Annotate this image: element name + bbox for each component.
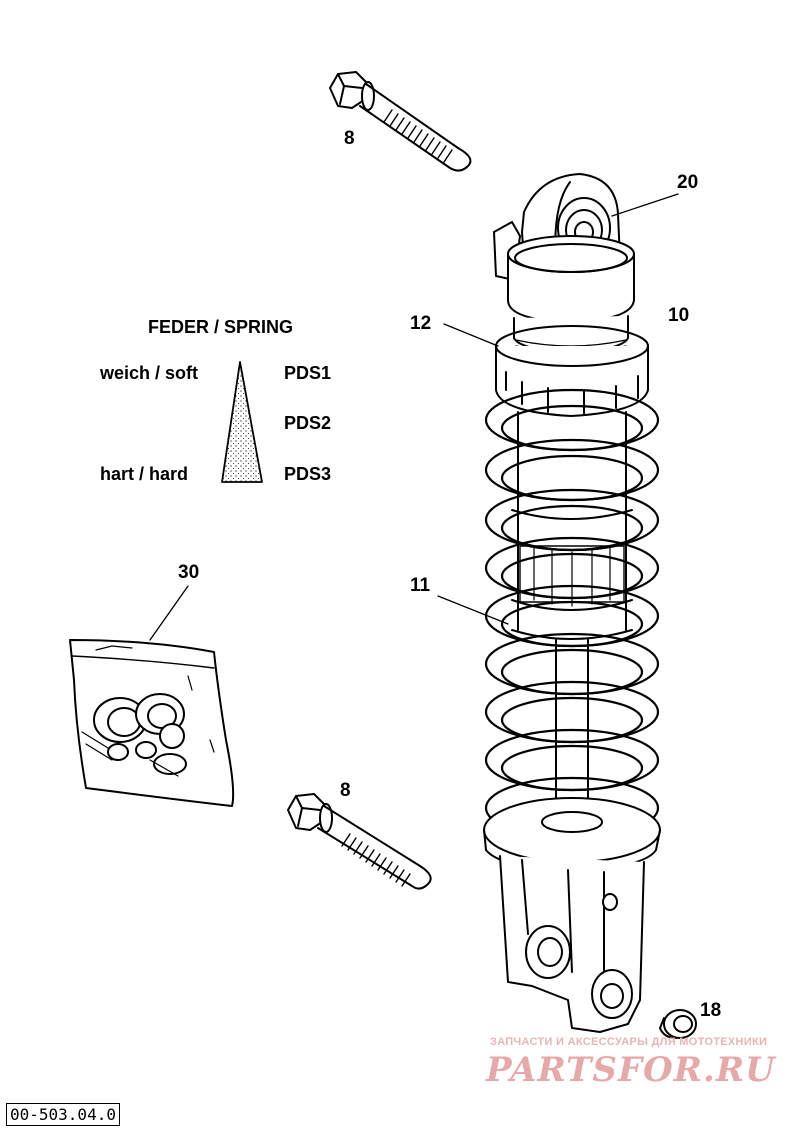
shock-absorber-drawing	[483, 173, 661, 1033]
callout-11: 11	[410, 575, 431, 596]
callout-18: 18	[700, 1000, 722, 1021]
watermark-brand: PARTSFOR.RU	[486, 1050, 776, 1090]
callout-10: 10	[668, 305, 690, 326]
seal-kit-bag-drawing	[69, 639, 235, 807]
bushing-drawing	[659, 1009, 697, 1039]
leader-lines	[149, 193, 679, 641]
callout-8-bottom: 8	[340, 780, 351, 801]
spring-grade-pds1: PDS1	[284, 363, 332, 383]
callout-12: 12	[410, 313, 432, 334]
top-bolt-drawing	[329, 71, 472, 172]
spring-soft-label: weich / soft	[100, 363, 199, 383]
callout-20: 20	[677, 172, 699, 193]
spring-grade-pds2: PDS2	[284, 413, 332, 433]
spring-rate-wedge-drawing	[221, 361, 263, 483]
callout-30: 30	[178, 562, 200, 583]
spring-hard-label: hart / hard	[100, 464, 189, 484]
document-number: 00-503.04.0	[6, 1103, 120, 1126]
callout-8-top: 8	[344, 128, 355, 149]
spring-legend-title: FEDER / SPRING	[148, 317, 294, 337]
watermark-tagline: ЗАПЧАСТИ И АКСЕССУАРЫ ДЛЯ МОТОТЕХНИКИ	[490, 1036, 768, 1048]
bottom-bolt-drawing	[287, 793, 432, 890]
spring-grade-pds3: PDS3	[284, 464, 332, 484]
